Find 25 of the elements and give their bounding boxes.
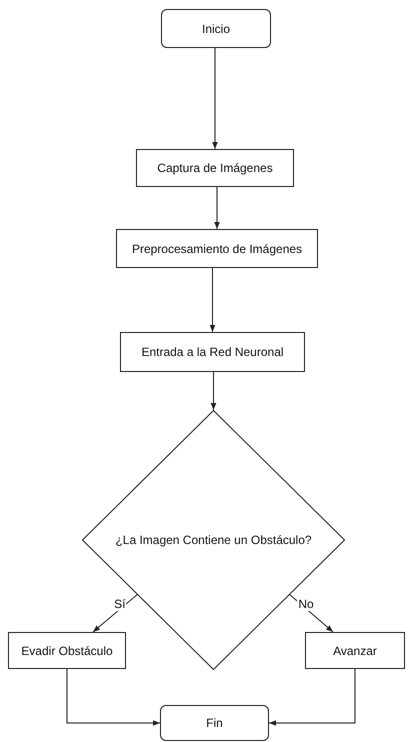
node-text: Avanzar [333, 644, 377, 658]
process-box [136, 149, 294, 187]
arrow [92, 594, 138, 632]
edge-label: Sí [113, 597, 126, 612]
process-box [8, 632, 126, 669]
node-text: Fin [206, 716, 223, 730]
node-text: Captura de Imágenes [157, 161, 273, 175]
arrow [268, 668, 356, 726]
process-box [305, 632, 405, 669]
node-text: ¿La Imagen Contiene un Obstáculo? [115, 533, 312, 547]
node-text: Inicio [202, 22, 230, 36]
arrow [210, 372, 216, 410]
node-text: Evadir Obstáculo [21, 644, 113, 658]
node-text: Entrada a la Red Neuronal [141, 345, 284, 359]
arrow [214, 186, 220, 230]
arrow [212, 48, 218, 150]
arrow [210, 268, 216, 332]
process-box [120, 332, 305, 372]
node-text: Preprocesamiento de Imágenes [132, 242, 302, 256]
arrow [289, 594, 334, 632]
process-box [116, 229, 318, 268]
edge-label: No [297, 597, 315, 612]
terminal-box [160, 705, 269, 741]
terminal-box [161, 9, 271, 48]
arrow [66, 668, 160, 726]
